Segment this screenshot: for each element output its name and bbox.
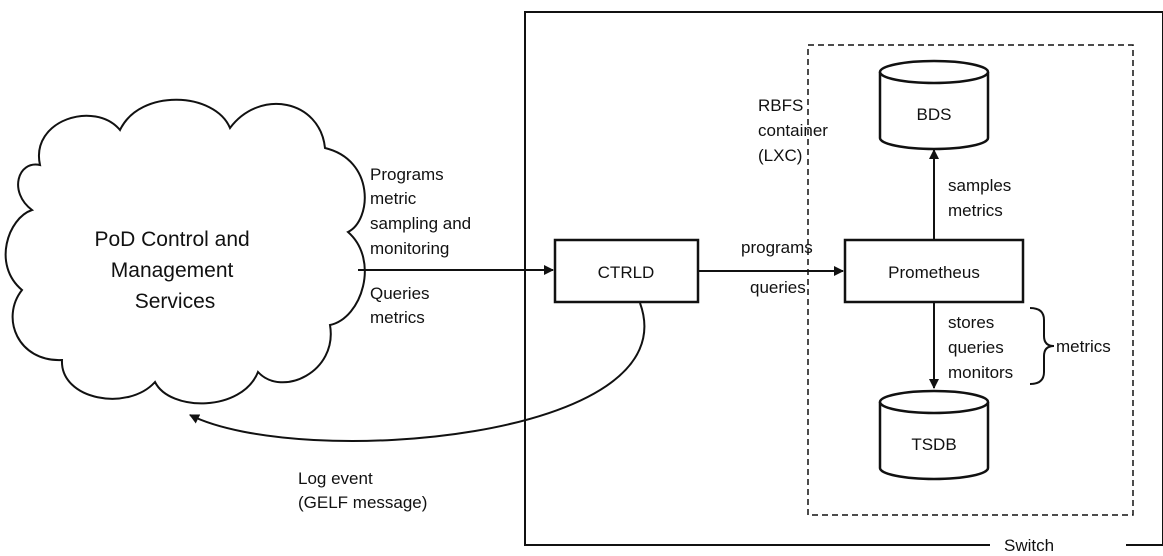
bds-label: BDS (917, 105, 952, 124)
container-label: RBFS container (LXC) (758, 96, 833, 165)
edge-ctrld-to-prometheus: programs queries (698, 238, 844, 297)
edge-label-stores-queries-monitors: stores queries monitors (948, 313, 1013, 382)
edge-prometheus-to-bds: samples metrics (929, 149, 1016, 240)
ctrld-node: CTRLD (553, 238, 700, 304)
tsdb-label: TSDB (911, 435, 956, 454)
switch-boundary: Switch (524, 11, 1163, 555)
curly-brace (1029, 307, 1055, 385)
edge-label-programs: programs (741, 238, 813, 257)
edge-prometheus-to-tsdb: stores queries monitors metrics (929, 302, 1111, 389)
pod-services-label: PoD Control and Management Services (94, 228, 255, 313)
edge-pod-to-ctrld: Programs metric sampling and monitoring … (358, 165, 554, 327)
edge-label-programs-metric-sampling: Programs metric sampling and monitoring (370, 165, 476, 258)
rbfs-container-boundary: RBFS container (LXC) (758, 44, 1134, 516)
prometheus-node: Prometheus (843, 238, 1025, 304)
prometheus-label: Prometheus (888, 263, 980, 282)
bds-database: BDS (878, 59, 990, 151)
edge-label-samples-metrics: samples metrics (948, 176, 1016, 220)
edge-label-log-event: Log event (GELF message) (298, 469, 427, 512)
edge-label-metrics-brace: metrics (1056, 337, 1111, 356)
pod-services-cloud: PoD Control and Management Services (4, 98, 366, 405)
edge-label-queries-metrics: Queries metrics (370, 284, 434, 327)
edge-ctrld-to-pod-log: Log event (GELF message) (189, 302, 646, 512)
switch-label: Switch (1004, 536, 1054, 555)
ctrld-label: CTRLD (598, 263, 655, 282)
edge-label-queries: queries (750, 278, 806, 297)
tsdb-database: TSDB (878, 389, 990, 481)
